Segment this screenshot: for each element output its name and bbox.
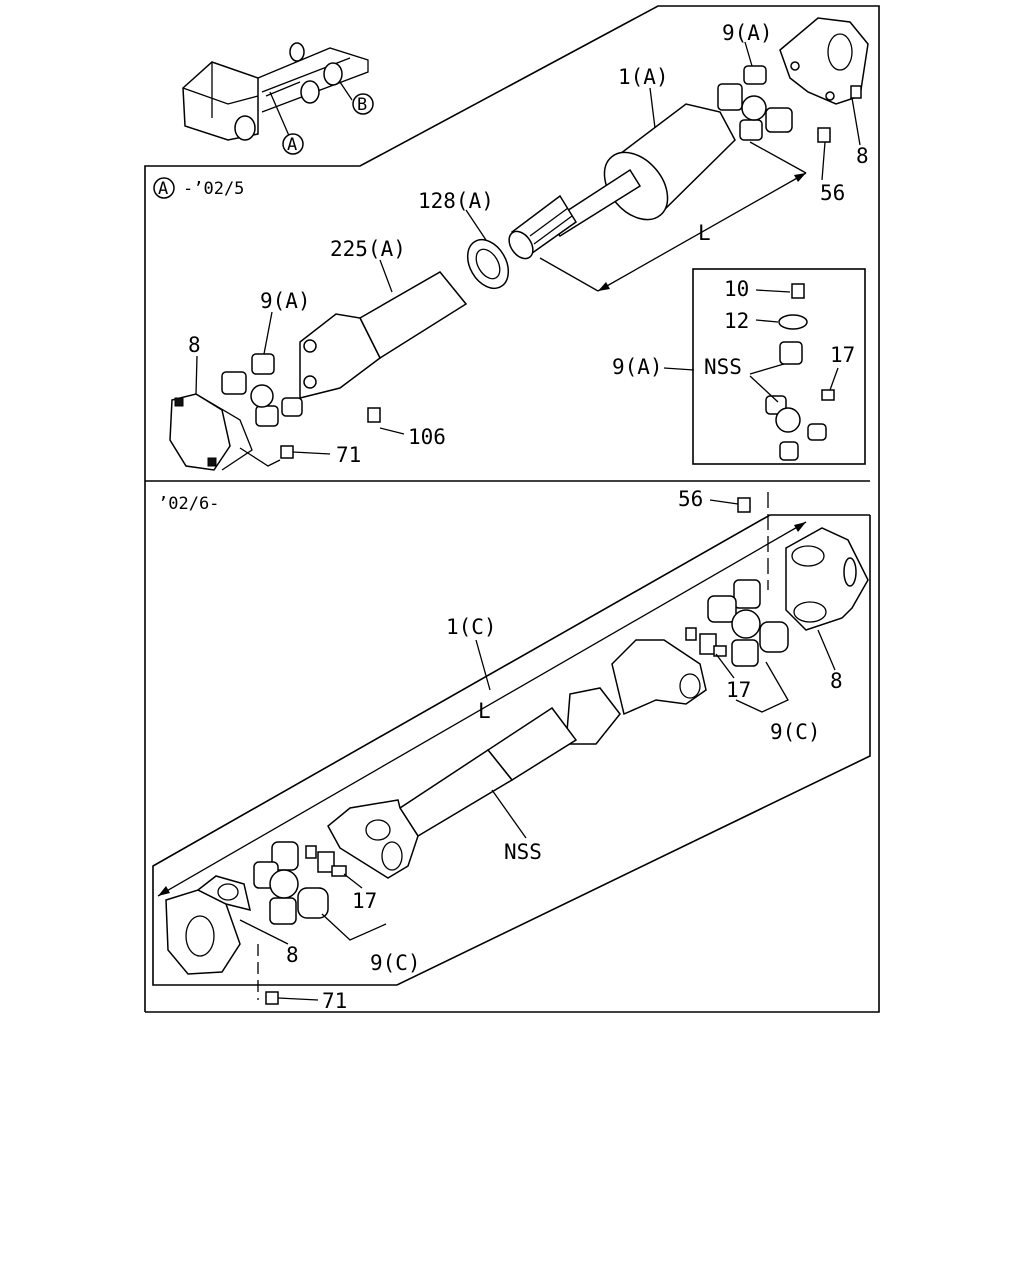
label-nss-detail: NSS	[704, 355, 742, 379]
nut-71-b	[265, 991, 279, 1005]
arrow-head-b1	[158, 886, 170, 896]
universal-joint-right-b	[707, 579, 789, 667]
slip-yoke-225a	[299, 271, 468, 399]
label-128a: 128(A)	[418, 189, 494, 213]
label-56-b: 56	[678, 487, 703, 511]
fitting-106-a	[367, 407, 381, 423]
label-8-right-a: 8	[856, 144, 869, 168]
label-225a: 225(A)	[330, 237, 406, 261]
dimension-line-b	[157, 521, 807, 897]
label-1a: 1(A)	[618, 65, 669, 89]
outer-frame	[144, 5, 880, 1013]
arrow-head-a2	[794, 173, 806, 182]
nut-56-a	[817, 127, 831, 143]
label-9c-right: 9(C)	[770, 720, 821, 744]
label-9a-detail: 9(A)	[612, 355, 663, 379]
label-17-right-b: 17	[726, 678, 751, 702]
label-71-a: 71	[336, 443, 361, 467]
truck-overview: A B	[182, 42, 374, 155]
section-b-frame	[152, 514, 871, 986]
label-nss-b: NSS	[504, 840, 542, 864]
flange-yoke-right-b	[785, 527, 869, 631]
arrow-head-a1	[598, 282, 610, 291]
grease-fitting-left-b	[305, 845, 347, 877]
label-17-detail: 17	[830, 343, 855, 367]
flange-left-b	[165, 875, 252, 975]
drive-shaft-b	[327, 639, 707, 879]
label-9a-left: 9(A)	[260, 289, 311, 313]
detail-joint	[765, 283, 835, 461]
universal-joint-left-b	[253, 841, 329, 925]
universal-joint-top-a	[717, 65, 793, 141]
label-9c-left: 9(C)	[370, 951, 421, 975]
label-1c: 1(C)	[446, 615, 497, 639]
section-a-marker-circle	[153, 177, 175, 199]
label-106: 106	[408, 425, 446, 449]
callout-b-label: B	[357, 95, 367, 115]
section-a-marker: A	[158, 179, 168, 199]
ring-128a	[466, 239, 510, 289]
callout-a-label: A	[287, 135, 297, 155]
grease-fitting-right-b	[685, 627, 727, 657]
universal-joint-left-a	[221, 353, 303, 427]
label-8-left-a: 8	[188, 333, 201, 357]
label-8-left-b: 8	[286, 943, 299, 967]
callout-b-circle	[352, 93, 374, 115]
arrow-head-b2	[794, 522, 806, 532]
detail-box	[692, 268, 866, 465]
dimension-line-a	[597, 172, 807, 292]
label-10: 10	[724, 277, 749, 301]
label-l-b: L	[478, 699, 491, 723]
label-l-a: L	[698, 221, 711, 245]
callout-a-circle	[282, 133, 304, 155]
nut-56-b	[737, 497, 751, 513]
label-9a-top: 9(A)	[722, 21, 773, 45]
nut-71-a	[280, 445, 294, 459]
label-56-a: 56	[820, 181, 845, 205]
drive-shaft-a	[508, 103, 736, 260]
flange-yoke-right-a	[779, 17, 869, 105]
flange-left-a	[169, 393, 253, 471]
label-8-right-b: 8	[830, 669, 843, 693]
section-a-period: -’02/5	[183, 179, 244, 199]
label-17-left-b: 17	[352, 889, 377, 913]
label-71-b: 71	[322, 989, 347, 1013]
section-b-period: ’02/6-	[158, 494, 219, 514]
label-12: 12	[724, 309, 749, 333]
